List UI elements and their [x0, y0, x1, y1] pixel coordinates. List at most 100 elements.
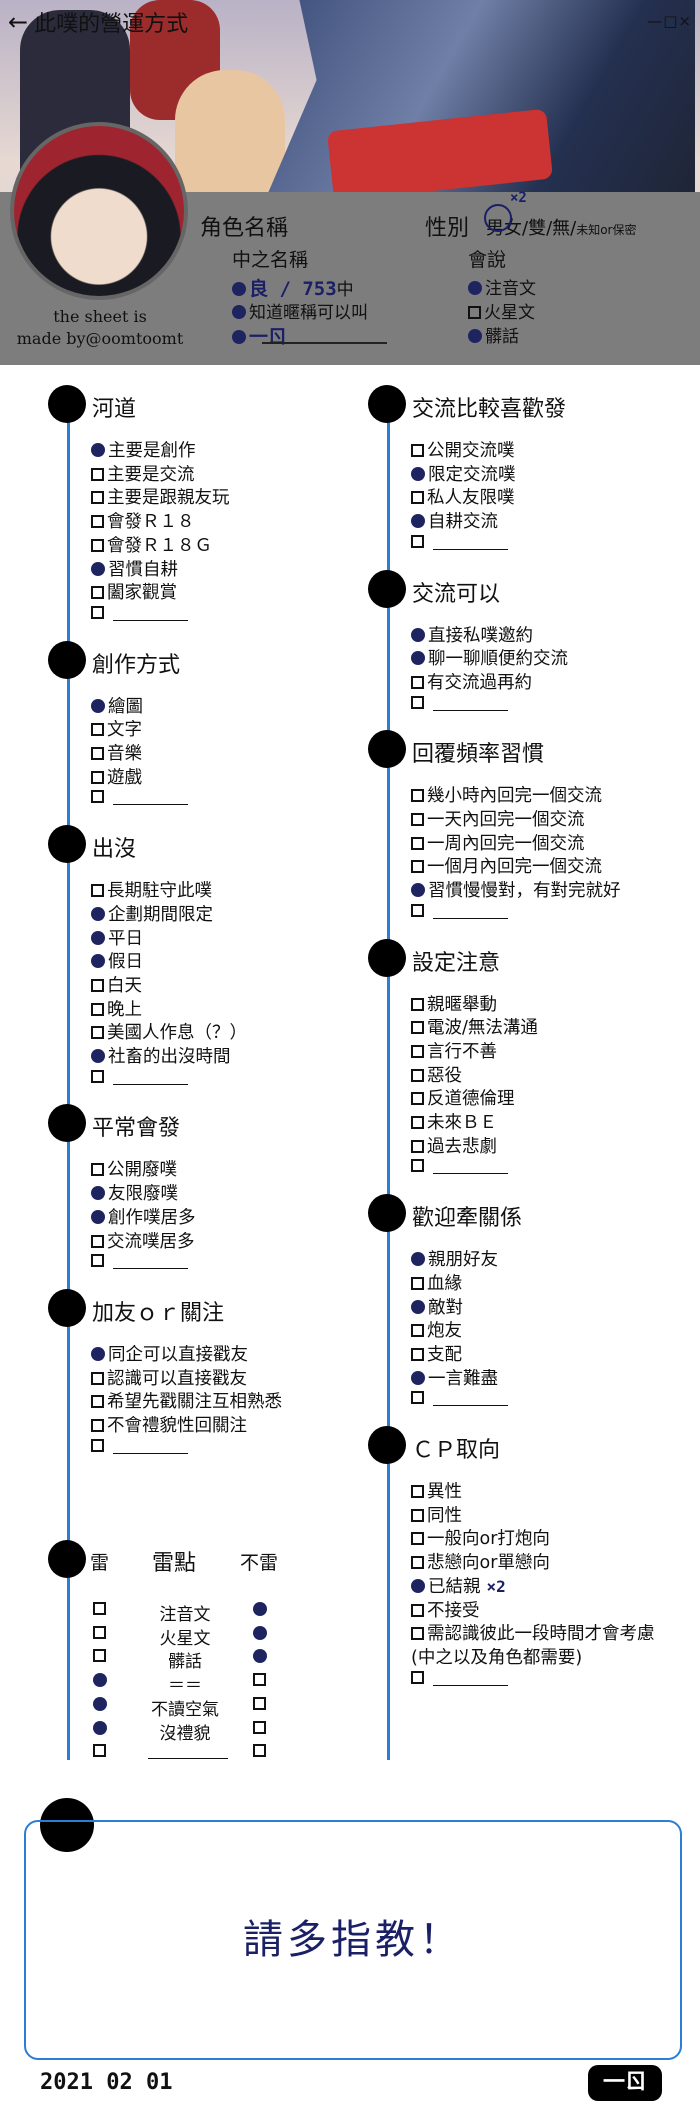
option-blank[interactable] — [411, 901, 508, 921]
option-item[interactable]: 敵對 — [411, 1294, 463, 1319]
checkbox[interactable] — [411, 1276, 424, 1290]
option-item[interactable]: 創作噗居多 — [91, 1204, 196, 1229]
checked-mark[interactable] — [411, 883, 425, 898]
checkbox[interactable] — [411, 789, 424, 803]
checkbox[interactable] — [91, 491, 104, 505]
checkbox[interactable] — [411, 695, 424, 709]
checked-mark[interactable] — [411, 514, 425, 529]
checkbox[interactable] — [411, 836, 424, 850]
option-item[interactable]: 音樂 — [91, 740, 142, 765]
notmine-checked-mark[interactable] — [253, 1625, 267, 1640]
checkbox[interactable] — [411, 1068, 424, 1082]
option-blank[interactable] — [91, 1251, 188, 1271]
checkbox[interactable] — [91, 790, 104, 804]
notmine-checkbox[interactable] — [253, 1696, 266, 1710]
checked-mark[interactable] — [411, 1370, 425, 1385]
option-item[interactable]: 遊戲 — [91, 764, 142, 789]
checkbox[interactable] — [411, 1116, 424, 1129]
notmine-checkbox[interactable] — [253, 1744, 266, 1758]
option-item[interactable]: 文字 — [91, 716, 142, 741]
option-item[interactable]: 幾小時內回完一個交流 — [411, 782, 602, 807]
option-item[interactable]: 限定交流噗 — [411, 461, 516, 486]
option-item[interactable]: 繪圖 — [91, 693, 143, 718]
option-item[interactable]: 有交流過再約 — [411, 669, 532, 694]
checkbox[interactable] — [91, 1069, 104, 1083]
option-item[interactable]: 需認識彼此一段時間才會考慮 — [411, 1620, 655, 1645]
option-item[interactable]: 闔家觀賞 — [91, 579, 177, 604]
option-blank[interactable] — [91, 1067, 188, 1087]
checkbox[interactable] — [411, 1670, 424, 1684]
checkbox[interactable] — [411, 903, 424, 917]
checkbox[interactable] — [411, 534, 424, 548]
option-item[interactable]: 企劃期間限定 — [91, 901, 213, 926]
option-item[interactable]: 主要是跟親友玩 — [91, 484, 230, 509]
notmine-checkbox[interactable] — [253, 1673, 266, 1687]
option-item[interactable]: 美國人作息（？） — [91, 1019, 247, 1044]
mine-checkbox[interactable] — [93, 1744, 106, 1758]
option-item[interactable]: 惡役 — [411, 1062, 462, 1087]
mine-checked-mark[interactable] — [93, 1720, 107, 1735]
checkbox[interactable] — [91, 1002, 104, 1016]
option-item[interactable]: 公開交流噗 — [411, 437, 515, 462]
option-item[interactable]: 血緣 — [411, 1270, 462, 1295]
window-controls[interactable]: —□× — [647, 12, 692, 30]
checkbox[interactable] — [411, 491, 424, 505]
checked-mark[interactable] — [91, 1209, 105, 1224]
option-item[interactable]: 未來ＢＥ — [411, 1109, 497, 1134]
option-item[interactable]: 直接私噗邀約 — [411, 622, 533, 647]
checkbox[interactable] — [411, 444, 424, 457]
checkbox[interactable] — [411, 860, 424, 874]
checked-mark[interactable] — [411, 627, 425, 642]
option-item[interactable]: 一個月內回完一個交流 — [411, 853, 602, 878]
notmine-checked-mark[interactable] — [253, 1602, 267, 1616]
option-blank[interactable] — [411, 1668, 508, 1688]
checked-mark[interactable] — [411, 1578, 425, 1593]
option-item[interactable]: 同性 — [411, 1502, 462, 1527]
option-item[interactable]: 公開廢噗 — [91, 1156, 177, 1181]
comment-box[interactable]: 請多指教！ — [24, 1820, 682, 2060]
option-item[interactable]: 自耕交流 — [411, 508, 498, 533]
option-item[interactable]: 習慣慢慢對，有對完就好 — [411, 877, 621, 902]
back-arrow-icon[interactable]: ← — [8, 8, 29, 36]
option-item[interactable]: 主要是交流 — [91, 461, 195, 486]
checkbox[interactable] — [411, 1485, 424, 1498]
checkbox[interactable] — [411, 675, 424, 689]
option-item[interactable]: 親朋好友 — [411, 1246, 498, 1271]
option-blank[interactable] — [91, 603, 188, 623]
checked-mark[interactable] — [91, 1346, 105, 1361]
checkbox[interactable] — [411, 997, 424, 1011]
option-item[interactable]: 一般向or打炮向 — [411, 1525, 550, 1550]
checkbox[interactable] — [91, 747, 104, 760]
checked-mark[interactable] — [91, 906, 105, 921]
checkbox[interactable] — [411, 1324, 424, 1338]
checked-mark[interactable] — [411, 1299, 425, 1314]
checkbox[interactable] — [91, 1026, 104, 1040]
option-item[interactable]: 同企可以直接戳友 — [91, 1341, 248, 1366]
checkbox[interactable] — [411, 1508, 424, 1522]
checked-mark[interactable] — [91, 930, 105, 945]
option-item[interactable]: 假日 — [91, 948, 143, 973]
option-item[interactable]: 私人友限噗 — [411, 484, 515, 509]
option-item[interactable]: 言行不善 — [411, 1038, 497, 1063]
checked-mark[interactable] — [91, 1186, 105, 1201]
option-item[interactable]: 不會禮貌性回關注 — [91, 1412, 247, 1437]
checkbox[interactable] — [411, 1391, 424, 1405]
option-item[interactable]: 一周內回完一個交流 — [411, 830, 585, 855]
mine-checked-mark[interactable] — [93, 1696, 107, 1711]
checked-mark[interactable] — [91, 443, 105, 457]
option-blank[interactable] — [411, 693, 508, 713]
checkbox[interactable] — [91, 1438, 104, 1452]
notmine-checked-mark[interactable] — [253, 1649, 267, 1664]
checkbox[interactable] — [91, 515, 104, 529]
option-item[interactable]: 聊一聊順便約交流 — [411, 645, 568, 670]
option-blank[interactable] — [411, 1388, 508, 1408]
mine-checked-mark[interactable] — [93, 1673, 107, 1688]
option-item[interactable]: 電波/無法溝通 — [411, 1014, 538, 1039]
option-item[interactable]: 交流噗居多 — [91, 1228, 195, 1253]
checked-mark[interactable] — [91, 698, 105, 713]
option-item[interactable]: 主要是創作 — [91, 437, 196, 462]
checked-mark[interactable] — [91, 561, 105, 576]
option-blank[interactable] — [91, 787, 188, 807]
option-item[interactable]: 支配 — [411, 1341, 462, 1366]
option-blank[interactable] — [91, 1436, 188, 1456]
